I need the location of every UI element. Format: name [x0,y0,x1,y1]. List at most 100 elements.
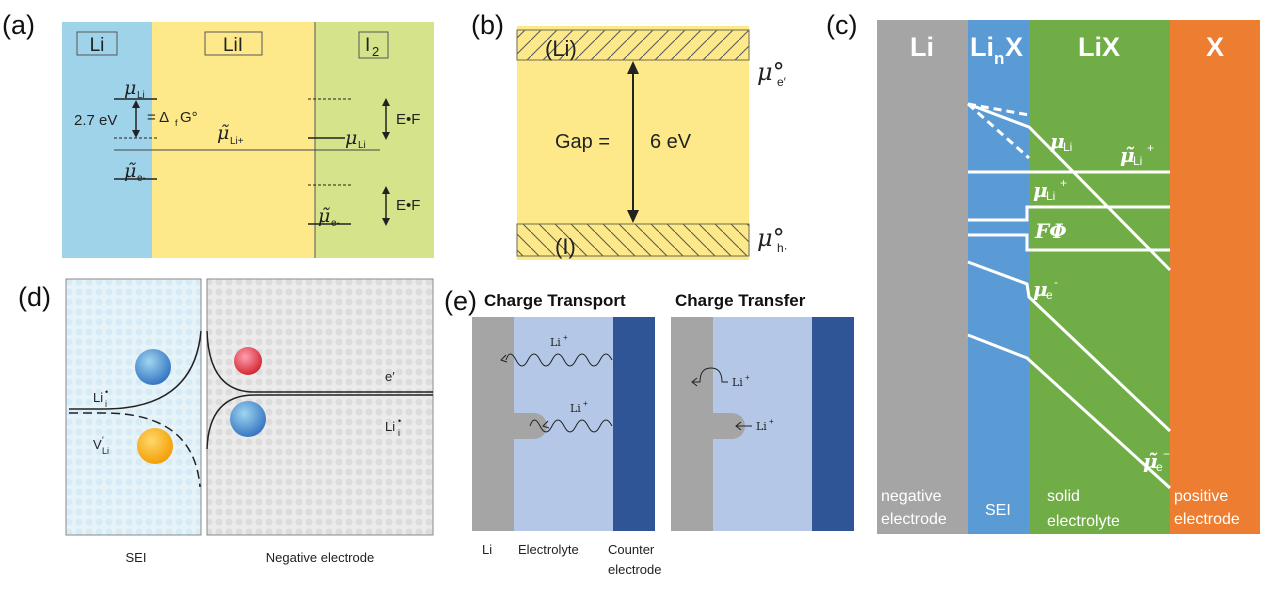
mu-tilde-li-plus-sub: Li [1133,154,1142,168]
mu-li-label: μ [1050,129,1065,153]
f-phi-line [968,233,1170,252]
transfer-ion-2-sup: + [769,417,774,426]
transport-counter-electrode [613,317,655,531]
region-lii [152,22,315,258]
region-x [1170,20,1260,534]
mu-e-sub: e [1046,288,1053,302]
li-i-right: Li [385,419,395,434]
transfer-li-protrusion [713,413,745,439]
mu-li-plus-label: μ [1033,178,1048,202]
bottom-band-label: (I) [555,234,576,259]
panel-c-potential-profile: Li Li n X LiX X μ Li μ̃ Li + μ Li + FΦ μ… [877,20,1260,534]
mu-li-plus-sub: Li [1046,189,1055,203]
caption-counter-2: electrode [608,562,661,577]
mu-li-right-sub: Li [358,140,366,151]
ef-arrow-1-head-down [382,132,390,140]
ef-arrow-2-head-down [382,218,390,226]
panel-a-energy-diagram: Li LiI I 2 μ Li 2.7 eV = Δ f G° μ̃ Li+ μ… [62,22,434,258]
li-i-left-sup: • [105,387,108,397]
ef-label-2: E•F [396,197,420,214]
footer-lix-1: solid [1047,488,1080,505]
mu-e-sub: e′ [777,75,787,89]
mu-tilde-e-sub: e [1156,460,1163,474]
transport-ion-1-sup: + [563,333,568,342]
mu-h-label: μ° [757,224,785,252]
mu-li-left-sub: Li [137,90,145,101]
mu-e-label: μ [1033,277,1048,301]
header-box-lii [204,31,263,56]
mu-li-curve [967,102,1172,272]
header-lix: LiX [1078,32,1120,62]
caption-counter-1: Counter [608,542,655,557]
mu-tilde-li-plus-sub: Li+ [230,136,244,147]
footer-x-2: electrode [1174,511,1240,528]
panel-c-label: (c) [826,10,858,40]
header-i2: I [365,35,370,56]
header-lii: LiI [223,35,243,56]
li-ion-sphere-right [230,401,266,437]
v-li-left-sup: ′ [102,435,104,445]
footer-li-1: negative [881,488,942,505]
mu-tilde-e-right: μ̃ [318,205,330,227]
transport-ion-1: Li [550,336,561,349]
header-box-li [76,31,118,56]
footer-lix-2: electrolyte [1047,513,1120,530]
panel-d-label: (d) [18,282,51,312]
delta-g-tail: G° [180,109,198,126]
li-interstitial-profile-right [206,394,433,450]
top-band-label: (Li) [545,36,577,61]
transfer-counter-electrode [812,317,854,531]
region-linx [968,20,1029,534]
transport-wave-2 [529,419,613,433]
mu-tilde-e-curve [967,333,1172,490]
li-i-left: Li [93,390,103,405]
transport-ion-2: Li [570,402,581,415]
region-i2 [315,22,434,258]
title-charge-transfer: Charge Transfer [675,291,806,310]
gap-arrow-head-down [627,210,639,223]
mu-tilde-e-left: μ̃ [124,160,136,182]
li-ion-sphere-left [135,349,171,385]
gap-value: 2.7 eV [74,112,117,129]
panel-e-label: (e) [444,286,477,316]
panel-b-band-gap-diagram: (Li) (I) Gap = 6 eV μ° e′ μ° h· [516,26,788,260]
transport-wave-1 [505,353,613,367]
transfer-ion-1: Li [732,376,743,389]
conduction-band [516,29,750,61]
transport-ion-2-sup: + [583,399,588,408]
footer-li-2: electrode [881,511,947,528]
transport-wave-1-arrow [500,354,508,363]
transport-li-electrode [472,317,514,531]
mu-tilde-li-plus-sup: + [1147,141,1154,155]
ef-arrow-1-head-up [382,98,390,106]
delta-g-sub: f [175,118,178,128]
mu-li-left: μ [124,77,136,99]
transfer-ion-2: Li [756,420,767,433]
panel-b-label: (b) [471,10,504,40]
region-li [62,22,152,258]
valence-band [516,223,750,257]
caption-electrolyte: Electrolyte [518,542,579,557]
mu-e-sup: - [1054,275,1058,289]
transfer-ion-1-sup: + [745,373,750,382]
e-prime-right: e′ [385,369,395,384]
li-i-right-sup: • [398,416,401,426]
footer-linx-1: SEI [985,502,1011,519]
ef-label-1: E•F [396,111,420,128]
gap-arrow-head-up [132,100,140,108]
transfer-direct-arrow [735,421,752,431]
caption-li: Li [482,542,492,557]
mu-h-sub: h· [777,241,788,255]
mu-e-label: μ° [757,58,785,86]
gap-value: 6 eV [650,131,692,153]
mu-li-right: μ [345,127,357,149]
header-linx-a: Li [970,32,994,62]
panel-d-space-charge-diagram: Li i • V Li ′ e′ Li i • SEI Negative ele… [65,278,434,565]
vacancy-profile-left [69,412,201,488]
li-i-left-sub: i [105,399,107,409]
gap-arrow-head-up [627,61,639,74]
mu-li-label-sub: Li [1063,140,1072,154]
v-li-left-sub: Li [102,446,109,456]
vacancy-sphere [137,428,173,464]
transfer-li-electrode [671,317,713,531]
